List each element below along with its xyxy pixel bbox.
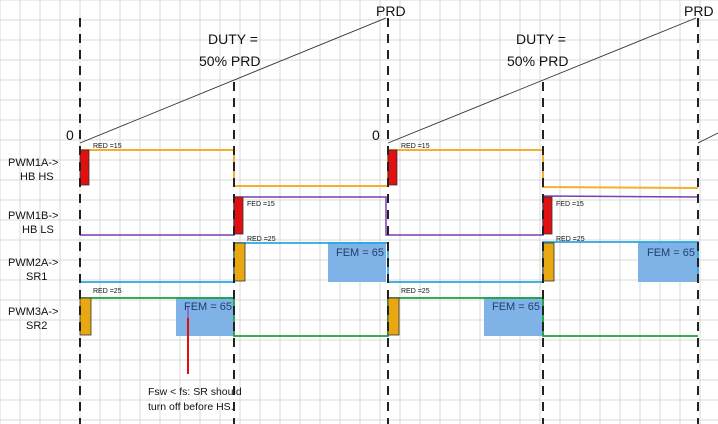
red-box-hs-1 [79, 149, 90, 186]
duty-label-1-line2: 50% PRD [199, 53, 260, 69]
duty-label-2-line2: 50% PRD [507, 53, 568, 69]
red25-label-sr2-2: RED =25 [401, 288, 430, 295]
channel-label-sr1-line1: PWM2A-> [8, 257, 58, 269]
fem-label-sr2-1: FEM = 65 [184, 301, 232, 313]
fem-label-sr2-2: FEM = 65 [492, 301, 540, 313]
duty-label-1-line1: DUTY = [208, 31, 258, 47]
gold-box-sr2-2 [387, 297, 400, 336]
channel-label-hs-line2: HB HS [20, 171, 54, 183]
fem-label-sr1-2: FEM = 65 [647, 247, 695, 259]
channel-label-hs-line1: PWM1A-> [8, 157, 58, 169]
fem-regions [176, 242, 698, 336]
fem-region-sr2-2 [484, 297, 544, 336]
period-markers [79, 18, 699, 424]
prd-label-1: PRD [376, 3, 406, 19]
ramp-2 [387, 17, 697, 144]
fem-region-sr2-1 [176, 297, 234, 336]
red25-label-sr1-2: RED =25 [556, 236, 585, 243]
gold-box-sr1-2 [542, 242, 555, 282]
red-box-ls-2 [542, 196, 553, 235]
red25-label-sr1-1: RED =25 [247, 236, 276, 243]
channel-label-ls-line1: PWM1B-> [8, 210, 58, 222]
red25-label-sr2-1: RED =25 [93, 288, 122, 295]
zero-label-1: 0 [66, 127, 74, 143]
ramp-3-partial [697, 132, 718, 144]
prd-label-2: PRD [684, 3, 714, 19]
fed15-label-2: FED =15 [556, 201, 584, 208]
red-box-hs-2 [387, 149, 398, 186]
red15-label-1: RED =15 [93, 143, 122, 150]
channel-label-sr2-line1: PWM3A-> [8, 306, 58, 318]
note-line2: turn off before HS. [148, 401, 234, 413]
red-box-ls-1 [233, 196, 244, 235]
channel-label-sr1-line2: SR1 [26, 271, 47, 283]
prd-ramps [79, 17, 718, 144]
note-line1: Fsw < fs: SR should [148, 386, 242, 398]
fem-region-sr1-1 [328, 242, 386, 282]
fed15-label-1: FED =15 [247, 201, 275, 208]
red15-label-2: RED =15 [401, 143, 430, 150]
fem-region-sr1-2 [638, 242, 698, 282]
gold-box-sr1-1 [233, 242, 246, 282]
ramp-1 [79, 17, 387, 144]
deadband-boxes [79, 149, 555, 336]
channel-label-sr2-line2: SR2 [26, 320, 47, 332]
fem-label-sr1-1: FEM = 65 [336, 247, 384, 259]
zero-label-2: 0 [372, 127, 380, 143]
channel-label-ls-line2: HB LS [22, 224, 54, 236]
gold-box-sr2-1 [79, 297, 92, 336]
duty-label-2-line1: DUTY = [516, 31, 566, 47]
